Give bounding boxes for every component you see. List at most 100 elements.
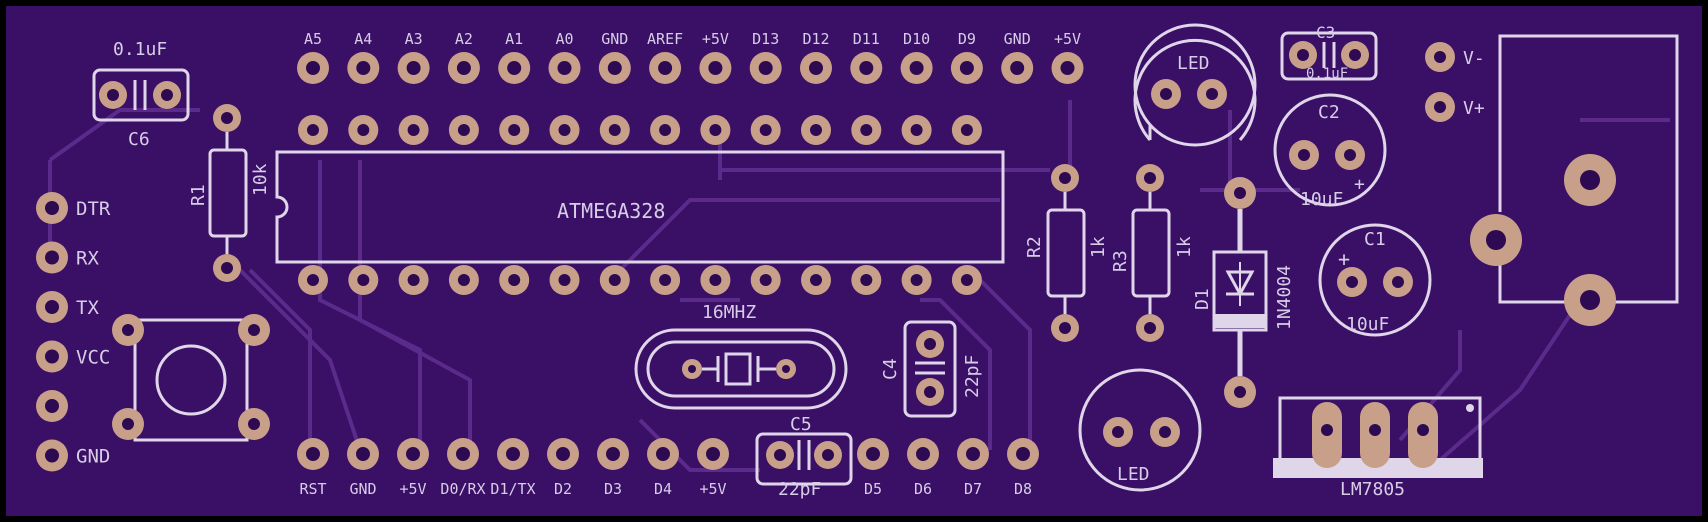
capacitor-c6: 0.1uF C6: [92, 39, 190, 150]
c6-name: C6: [128, 129, 150, 150]
top-header-pad: [498, 52, 531, 84]
bottom-header-label: D1/TX: [490, 480, 535, 498]
c3-name: C3: [1316, 23, 1335, 42]
bottom-header-label: D5: [864, 480, 882, 498]
regulator-lm7805: LM7805: [1273, 396, 1483, 500]
regulator-label: LM7805: [1340, 479, 1405, 500]
chip-bottom-pad: [448, 265, 479, 295]
capacitor-c1: C1 + 10uF: [1318, 223, 1432, 337]
top-header-pad: [1001, 52, 1034, 84]
top-header-pad: [749, 52, 782, 84]
c1-name: C1: [1364, 229, 1386, 250]
side-header-label: RX: [76, 248, 99, 270]
chip-bottom-pad: [599, 265, 630, 295]
r2-name: R2: [1024, 236, 1045, 258]
diode-d1: D1 1N4004: [1192, 177, 1295, 408]
atmega-chip: ATMEGA328: [275, 150, 1005, 264]
chip-top-pad: [700, 115, 731, 145]
c4-value: 22pF: [962, 355, 983, 398]
capacitor-c2: C2 + 10uF: [1273, 93, 1387, 210]
chip-bottom-pad: [951, 265, 982, 295]
top-header-pad: [699, 52, 732, 84]
side-header-pad: [36, 390, 68, 422]
c5-value: 22pF: [778, 479, 821, 500]
top-header-label: GND: [601, 30, 628, 48]
bottom-header-pad: [547, 438, 579, 470]
bottom-header-pad: [907, 438, 939, 470]
chip-top-pad: [398, 115, 429, 145]
top-header-label: AREF: [647, 30, 683, 48]
bottom-header-label: D8: [1014, 480, 1032, 498]
chip-top-pad: [750, 115, 781, 145]
r1-value: 10k: [250, 163, 271, 196]
c2-name: C2: [1318, 102, 1340, 123]
chip-top-pad: [801, 115, 831, 145]
bottom-header-label: RST: [299, 480, 326, 498]
top-header-label: A2: [455, 30, 473, 48]
chip-top-pad: [499, 115, 530, 145]
chip-top-pad: [549, 115, 580, 145]
side-header-pad: [36, 291, 68, 323]
bottom-header-label: D3: [604, 480, 622, 498]
c3-value: 0.1uF: [1306, 66, 1348, 82]
bottom-header-label: +5V: [399, 480, 426, 498]
side-header-label: GND: [76, 446, 110, 468]
chip-top-pad: [901, 115, 932, 145]
chip-bottom-pad: [801, 265, 831, 295]
side-header-pad: [36, 192, 68, 224]
reset-button-switch: [112, 314, 270, 442]
bottom-header-pad: [497, 438, 529, 470]
chip-label: ATMEGA328: [557, 199, 665, 223]
top-header-pad: [649, 52, 682, 84]
side-header-pad: [36, 241, 68, 274]
bottom-header-label: D6: [914, 480, 932, 498]
top-header-label: +5V: [702, 30, 729, 48]
side-header-pad: [36, 340, 68, 373]
top-header-pad: [900, 52, 933, 84]
resistor-r3: R3 1k: [1110, 164, 1195, 342]
r3-name: R3: [1110, 250, 1131, 272]
chip-bottom-pads: [298, 265, 982, 295]
r1-name: R1: [188, 184, 209, 206]
power-input-pins: V- V+: [1425, 42, 1485, 122]
chip-top-pad: [448, 115, 479, 145]
top-header-label: GND: [1004, 30, 1031, 48]
capacitor-c4: C4 22pF: [880, 320, 983, 418]
top-header-pad: [347, 52, 380, 84]
chip-bottom-pad: [499, 265, 530, 295]
chip-bottom-pad: [298, 265, 328, 295]
bottom-header-label: D2: [554, 480, 572, 498]
side-header-label: VCC: [76, 347, 110, 369]
led-bottom: LED: [1078, 368, 1202, 492]
bottom-header-pad: [297, 438, 329, 470]
top-header-pad: [598, 52, 631, 84]
top-header-pad: [447, 52, 480, 84]
bottom-header-pad: [1007, 438, 1039, 470]
r3-value: 1k: [1174, 236, 1195, 258]
crystal-16mhz: 16MHZ: [634, 302, 848, 410]
bottom-header-pad: [397, 438, 429, 470]
d1-name: D1: [1192, 288, 1213, 310]
side-header-label: DTR: [76, 198, 111, 220]
top-header-label: D12: [802, 30, 829, 48]
power-pin-vminus: V-: [1463, 48, 1485, 69]
resistor-r1: R1 10k: [188, 104, 271, 282]
side-header-pad: [36, 439, 68, 472]
chip-bottom-pad: [901, 265, 932, 295]
top-header-pad: [548, 52, 581, 84]
chip-bottom-pad: [750, 265, 781, 295]
led-bottom-label: LED: [1117, 464, 1150, 485]
top-header-label: +5V: [1054, 30, 1081, 48]
bottom-header-pads: [297, 438, 1039, 470]
chip-bottom-pad: [348, 265, 379, 295]
power-pin-vplus: V+: [1463, 98, 1485, 119]
top-header-label: D11: [853, 30, 880, 48]
bottom-header-pad: [647, 438, 679, 470]
c1-plus: +: [1338, 247, 1350, 271]
crystal-label: 16MHZ: [702, 302, 756, 323]
top-header-pad: [397, 52, 430, 84]
top-header-label: A5: [304, 30, 322, 48]
d1-value: 1N4004: [1274, 265, 1295, 330]
